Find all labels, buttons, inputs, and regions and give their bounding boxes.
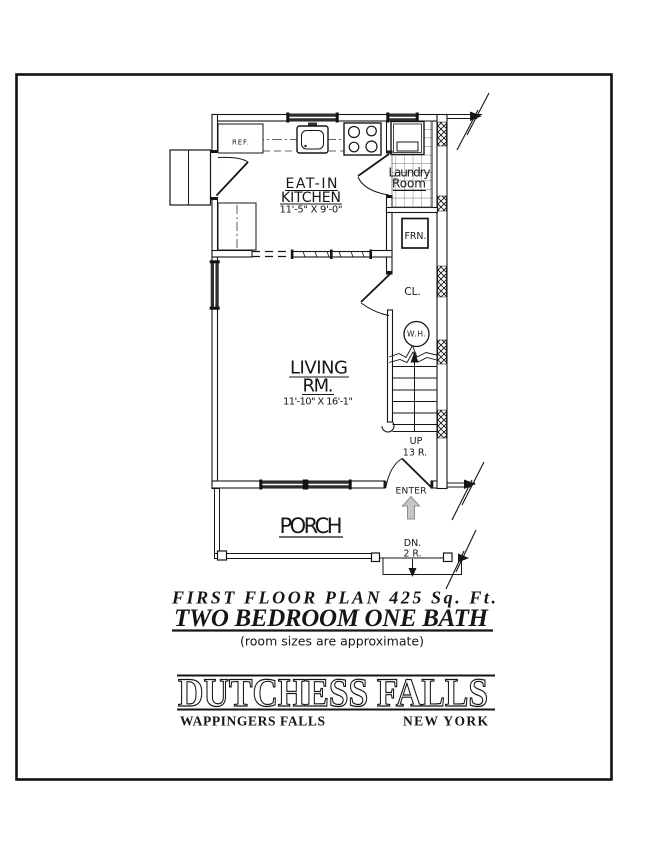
stair-wall <box>386 309 394 423</box>
furnace-label: FRN. <box>405 231 427 242</box>
break-line-porch <box>445 529 477 590</box>
porch-structure <box>214 488 462 575</box>
porch-down-label: DN. <box>404 538 421 549</box>
stair-wall-bullnose <box>381 419 395 433</box>
enter-label: ENTER <box>396 487 427 497</box>
washer-fixture <box>390 120 425 156</box>
stairs-up-label: UP <box>410 436 423 447</box>
laundry-bottom-wall <box>385 206 439 214</box>
porch-down-arrow <box>408 559 417 577</box>
laundry-door <box>357 150 393 198</box>
city-label: WAPPINGERS FALLS <box>180 714 325 729</box>
porch-risers-label: 2 R. <box>403 549 421 560</box>
refrigerator: REF. <box>217 123 264 154</box>
living-label-line1: LIVING <box>290 358 348 379</box>
furnace-box: FRN. <box>401 217 429 249</box>
windows <box>209 112 419 490</box>
stove-fixture <box>343 122 382 156</box>
title-block: FIRST FLOOR PLAN 425 Sq. Ft. TWO BEDROOM… <box>171 588 496 729</box>
kitchen-dimensions: 11'-5" X 9'-0" <box>280 205 343 216</box>
plan-subtitle: TWO BEDROOM ONE BATH <box>174 605 490 632</box>
kitchen-wall-a <box>211 249 253 258</box>
laundry-label-line1: Laundry <box>389 166 431 180</box>
party-wall-hatching <box>437 121 447 439</box>
closet-label: CL. <box>404 286 421 298</box>
window-laundry-top <box>386 112 419 123</box>
window-kitchen-top <box>286 112 339 123</box>
closet-wall <box>385 211 393 275</box>
room-labels: EAT-IN KITCHEN 11'-5" X 9'-0" LIVING RM.… <box>279 166 431 560</box>
porch-label: PORCH <box>280 514 343 538</box>
living-label-line2: RM. <box>303 376 334 397</box>
pantry-cabinet <box>217 202 257 251</box>
kitchen-wall-b <box>370 249 393 258</box>
side-stoop <box>169 149 212 206</box>
refrigerator-label: REF. <box>232 139 249 147</box>
kitchen-label-line2: KITCHEN <box>281 190 341 206</box>
sink-fixture <box>296 122 329 154</box>
window-living-bottom-1 <box>259 479 306 490</box>
stairs-risers-label: 13 R. <box>403 448 427 459</box>
railing <box>290 249 372 259</box>
party-wall <box>436 113 448 490</box>
window-living-left <box>209 260 220 310</box>
break-line-middle <box>447 461 485 521</box>
water-heater-circle: W.H. <box>403 320 430 348</box>
entry-door <box>383 457 434 489</box>
plan-title: FIRST FLOOR PLAN 425 Sq. Ft. <box>171 588 496 608</box>
closet-door <box>360 271 392 316</box>
living-dimensions: 11'-10" X 16'-1" <box>283 397 353 408</box>
enter-direction-arrow <box>401 495 421 520</box>
window-living-bottom-2 <box>305 479 352 490</box>
water-heater-label: W.H. <box>407 330 426 339</box>
stairs-up-arrow <box>410 351 419 432</box>
laundry-label-line2: Room <box>392 177 426 191</box>
plan-note: (room sizes are approximate) <box>240 634 424 649</box>
development-name: DUTCHESS FALLS <box>178 670 488 715</box>
page-border <box>15 73 613 781</box>
side-entry-door <box>210 150 249 200</box>
break-line-top <box>447 92 490 151</box>
state-label: NEW YORK <box>403 714 488 729</box>
kitchen-label-line1: EAT-IN <box>286 176 338 192</box>
cased-opening <box>252 250 292 258</box>
